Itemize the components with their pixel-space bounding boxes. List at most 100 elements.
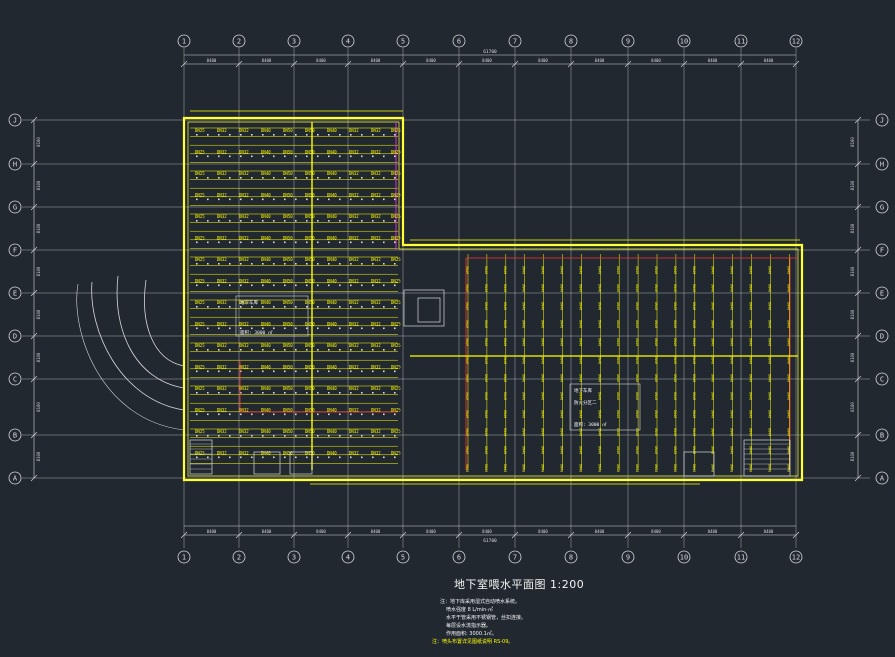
grid-bubble-label: B	[880, 432, 884, 440]
dimension-tick	[30, 116, 38, 124]
sprinkler-head	[284, 370, 286, 373]
pipe-size-label: DN40	[749, 302, 753, 310]
sprinkler-head	[218, 306, 220, 308]
pipe-size-label: DN40	[465, 410, 469, 418]
sprinkler-head	[317, 392, 319, 394]
sprinkler-head	[394, 177, 396, 179]
sprinkler-head	[273, 327, 275, 330]
pipe-size-label: DN25	[391, 322, 401, 327]
grid-bubble	[452, 34, 466, 48]
sprinkler-head	[372, 413, 374, 416]
pipe-size-label: DN32	[239, 408, 249, 413]
sprinkler-head	[383, 263, 385, 265]
sprinkler-head	[218, 134, 220, 136]
pipe-size-label: DN40	[616, 356, 620, 364]
sprinkler-head	[383, 220, 385, 222]
pipe-size-label: DN40	[484, 374, 488, 382]
pipe-size-label: DN32	[371, 429, 381, 434]
sprinkler-head	[317, 327, 319, 330]
pipe-size-label: DN40	[465, 320, 469, 328]
sprinkler-head	[262, 263, 264, 265]
sprinkler-head	[295, 392, 297, 394]
dimension-text: 8100	[850, 309, 855, 319]
sprinkler-head	[284, 327, 286, 330]
pipe-size-label: DN40	[578, 446, 582, 454]
pipe-size-label: DN40	[635, 446, 639, 454]
sprinkler-head	[350, 349, 352, 351]
pipe-size-label: DN25	[195, 150, 205, 155]
pipe-size-label: DN40	[327, 451, 337, 456]
pipe-size-label: DN40	[465, 374, 469, 382]
pipe-size-label: DN32	[239, 193, 249, 198]
dimension-text: 8100	[36, 266, 41, 276]
sprinkler-head	[218, 220, 220, 222]
dimension-text: 8400	[764, 58, 774, 63]
pipe-size-label: DN40	[673, 392, 677, 400]
pipe-size-label: DN40	[597, 338, 601, 346]
pipe-size-label: DN40	[560, 356, 564, 364]
grid-bubble	[564, 550, 578, 564]
sprinkler-head	[361, 263, 363, 265]
pipe-size-label: DN40	[730, 266, 734, 274]
grid-bubble-label: F	[880, 247, 884, 255]
pipe-size-label: DN32	[217, 236, 227, 241]
sprinkler-head	[284, 284, 286, 287]
sprinkler-head	[350, 435, 352, 437]
sprinkler-head	[295, 241, 297, 244]
pipe-size-label: DN40	[692, 428, 696, 436]
pipe-size-label: DN40	[327, 150, 337, 155]
sprinkler-head	[262, 177, 264, 179]
pipe-size-label: DN40	[503, 410, 507, 418]
grid-bubble-label: 10	[680, 554, 688, 562]
grid-bubble	[508, 550, 522, 564]
sprinkler-head	[284, 456, 286, 459]
grid-bubble	[875, 157, 889, 171]
pipe-size-label: DN40	[541, 428, 545, 436]
sprinkler-head	[394, 220, 396, 222]
grid-bubble-label: D	[880, 333, 884, 341]
dimension-text: 8100	[850, 266, 855, 276]
pipe-size-label: DN40	[749, 464, 753, 472]
pipe-size-label: DN25	[195, 451, 205, 456]
pipe-size-label: DN40	[616, 374, 620, 382]
sprinkler-head	[218, 392, 220, 394]
dimension-text: 8400	[764, 529, 774, 534]
dimension-text: 8400	[316, 58, 326, 63]
dimension-text: 8400	[316, 529, 326, 534]
pipe-size-label: DN40	[327, 386, 337, 391]
sprinkler-head	[240, 284, 242, 287]
pipe-size-label: DN40	[711, 302, 715, 310]
dimension-text: 8400	[426, 529, 436, 534]
grid-bubble-label: 10	[680, 38, 688, 46]
pipe-size-label: DN32	[371, 365, 381, 370]
sprinkler-head	[339, 456, 341, 459]
sprinkler-head	[251, 456, 253, 459]
pipe-size-label: DN32	[239, 429, 249, 434]
grid-bubble-label: A	[880, 475, 885, 483]
sprinkler-head	[361, 134, 363, 136]
sprinkler-head	[251, 284, 253, 287]
sprinkler-head	[306, 327, 308, 330]
sprinkler-head	[350, 327, 352, 330]
pipe-size-label: DN32	[371, 300, 381, 305]
stair-shaft	[683, 451, 715, 477]
pipe-size-label: DN50	[305, 257, 315, 262]
sprinkler-head	[383, 155, 385, 158]
pipe-size-label: DN40	[730, 446, 734, 454]
pipe-size-label: DN40	[261, 128, 271, 133]
pipe-size-label: DN32	[349, 236, 359, 241]
pipe-size-label: DN40	[261, 193, 271, 198]
sprinkler-head	[218, 456, 220, 459]
pipe-size-label: DN40	[261, 451, 271, 456]
sprinkler-head	[251, 306, 253, 308]
dimension-tick	[511, 531, 519, 539]
grid-bubble	[396, 550, 410, 564]
sprinkler-head	[383, 370, 385, 373]
sprinkler-head	[229, 263, 231, 265]
dimension-text: 61700	[483, 49, 497, 55]
sprinkler-head	[229, 220, 231, 222]
pipe-size-label: DN40	[616, 284, 620, 292]
pipe-size-label: DN25	[391, 343, 401, 348]
sprinkler-head	[262, 306, 264, 308]
stair-shaft	[189, 439, 213, 475]
